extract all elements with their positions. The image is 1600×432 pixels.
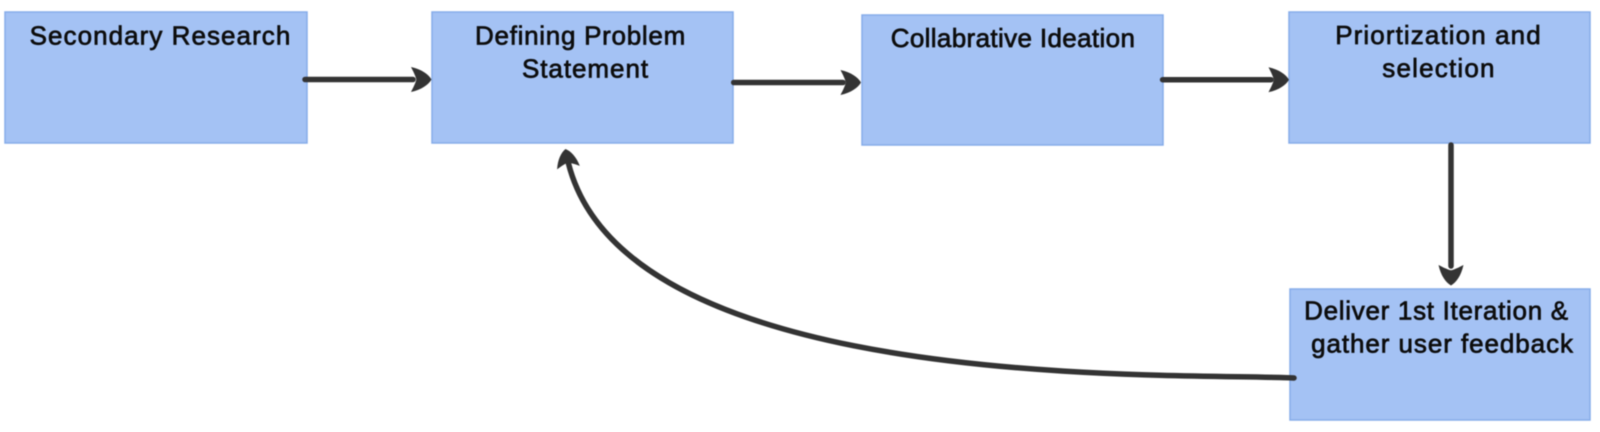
svg-text:Collabrative Ideation: Collabrative Ideation (891, 23, 1136, 53)
svg-text:Defining Problem: Defining Problem (475, 20, 686, 50)
svg-text:gather user feedback: gather user feedback (1311, 329, 1574, 359)
svg-text:Secondary Research: Secondary Research (30, 21, 292, 51)
svg-text:Deliver 1st Iteration &: Deliver 1st Iteration & (1304, 296, 1569, 326)
svg-text:selection: selection (1382, 53, 1495, 83)
svg-text:Priortization and: Priortization and (1335, 20, 1542, 50)
svg-text:Statement: Statement (522, 53, 649, 83)
